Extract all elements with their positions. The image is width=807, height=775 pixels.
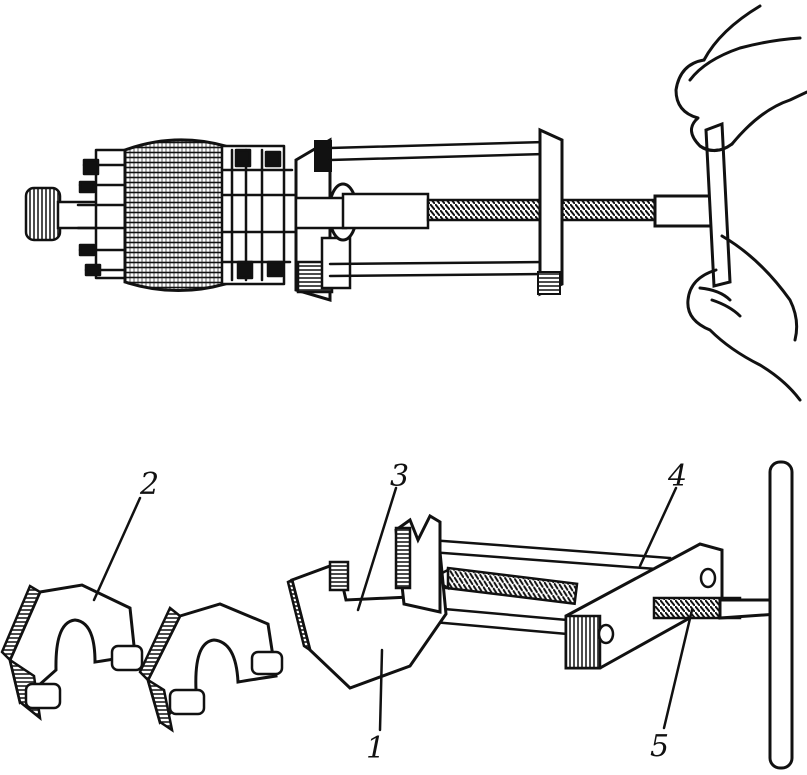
puller-crossbar-top	[537, 127, 564, 297]
puller-rods-top	[328, 140, 547, 278]
upper-hand-illustration	[674, 4, 807, 152]
label-part-2: 2	[139, 467, 159, 502]
jaw-plate-right	[138, 602, 284, 733]
armature-core	[123, 138, 227, 293]
puller-body	[286, 513, 742, 690]
label-part-1: 1	[366, 731, 385, 766]
label-part-5: 5	[650, 729, 669, 764]
label-part-3: 3	[390, 459, 409, 494]
label-part-4: 4	[667, 459, 687, 494]
leader-lines	[92, 486, 694, 732]
puller-in-use	[294, 121, 732, 303]
armature-assembly	[24, 138, 298, 293]
jaw-bolt	[24, 644, 144, 710]
armature-right-fins	[220, 144, 298, 286]
jaw-bolt	[168, 650, 284, 716]
t-handle-top	[653, 121, 732, 288]
lower-hand-illustration	[686, 234, 802, 402]
t-handle-bottom	[718, 460, 794, 770]
jaw-plate-left	[0, 583, 144, 721]
shaft-knob	[24, 186, 100, 242]
